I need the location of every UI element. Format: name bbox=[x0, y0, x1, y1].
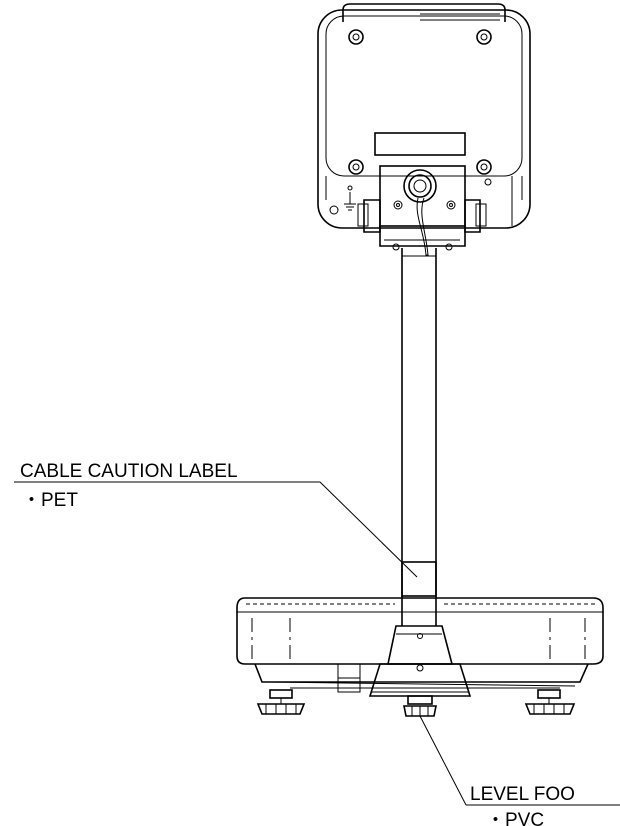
ground-symbol-icon bbox=[344, 185, 356, 211]
base-platform bbox=[236, 597, 604, 693]
callout-cable-caution: CABLE CAUTION LABEL ・PET bbox=[14, 461, 418, 578]
level-foot-center bbox=[403, 695, 437, 717]
level-foot-right bbox=[524, 689, 576, 715]
pole-base-housing bbox=[368, 625, 472, 697]
support-pole bbox=[401, 248, 437, 626]
callout-level-foot: LEVEL FOO ・PVC bbox=[419, 715, 620, 826]
callout-cable-caution-title: CABLE CAUTION LABEL bbox=[20, 461, 238, 482]
cable-gland bbox=[403, 169, 437, 203]
screw-bottom-left bbox=[348, 159, 364, 175]
level-foot-left bbox=[256, 689, 306, 715]
display-head bbox=[317, 3, 531, 229]
screw-top-left bbox=[348, 29, 364, 45]
callout-cable-caution-material: ・PET bbox=[22, 490, 78, 511]
cable-caution-label-area bbox=[401, 561, 437, 597]
callout-level-foot-title: LEVEL FOO bbox=[470, 784, 575, 805]
mounting-bracket bbox=[357, 165, 487, 256]
screw-bottom-right bbox=[476, 159, 492, 175]
cable bbox=[416, 197, 429, 256]
screw-top-right bbox=[476, 29, 492, 45]
rating-plate bbox=[374, 132, 466, 156]
callout-level-foot-material: ・PVC bbox=[486, 810, 544, 826]
